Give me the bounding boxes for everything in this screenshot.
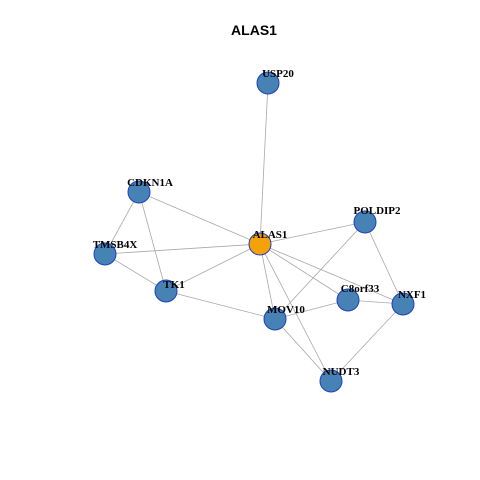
edge-nxf1-nudt3 (330, 303, 404, 382)
edge-cdkn1a-tk1 (138, 191, 167, 292)
node-circle-alas1 (248, 232, 272, 256)
edge-alas1-nudt3 (259, 243, 332, 382)
node-circle-poldip2 (353, 210, 377, 234)
node-tk1: TK1 (154, 279, 185, 303)
edge-alas1-mov10 (259, 243, 276, 320)
edge-mov10-nudt3 (274, 318, 332, 382)
node-label-tk1: TK1 (163, 279, 184, 291)
node-label-poldip2: POLDIP2 (353, 205, 401, 217)
node-nudt3: NUDT3 (319, 366, 360, 393)
node-label-c8orf33: C8orf33 (341, 283, 380, 295)
edge-poldip2-mov10 (274, 221, 366, 320)
node-mov10: MOV10 (263, 304, 305, 331)
node-circle-mov10 (263, 307, 287, 331)
edge-cdkn1a-tmsb4x (104, 191, 140, 255)
node-circle-nudt3 (319, 369, 343, 393)
node-circle-c8orf33 (336, 288, 360, 312)
node-cdkn1a: CDKN1A (127, 177, 173, 204)
node-nxf1: NXF1 (391, 289, 426, 316)
node-label-cdkn1a: CDKN1A (127, 177, 173, 189)
node-circle-tk1 (154, 279, 178, 303)
edge-alas1-tmsb4x (104, 243, 261, 255)
edge-alas1-usp20 (259, 82, 269, 245)
diagram-title: ALAS1 (231, 22, 277, 38)
node-c8orf33: C8orf33 (336, 283, 380, 312)
node-label-nxf1: NXF1 (398, 289, 426, 301)
node-alas1: ALAS1 (248, 229, 288, 256)
edge-mov10-c8orf33 (274, 299, 349, 320)
node-label-tmsb4x: TMSB4X (93, 239, 138, 251)
edge-poldip2-nxf1 (364, 221, 404, 305)
node-label-usp20: USP20 (262, 68, 294, 80)
node-usp20: USP20 (256, 68, 294, 95)
edge-alas1-tk1 (165, 243, 261, 292)
edges-layer (104, 82, 404, 382)
node-circle-usp20 (256, 71, 280, 95)
edge-tmsb4x-tk1 (104, 253, 167, 292)
node-circle-nxf1 (391, 292, 415, 316)
node-circle-tmsb4x (93, 242, 117, 266)
edge-alas1-poldip2 (259, 221, 366, 245)
edge-tk1-mov10 (165, 290, 276, 320)
node-circle-cdkn1a (127, 180, 151, 204)
node-poldip2: POLDIP2 (353, 205, 401, 234)
edge-alas1-cdkn1a (138, 191, 261, 245)
edge-alas1-c8orf33 (259, 243, 349, 301)
node-label-nudt3: NUDT3 (323, 366, 360, 378)
node-tmsb4x: TMSB4X (93, 239, 138, 266)
node-label-alas1: ALAS1 (253, 229, 288, 241)
node-label-mov10: MOV10 (267, 304, 305, 316)
edge-alas1-nxf1 (259, 243, 404, 305)
